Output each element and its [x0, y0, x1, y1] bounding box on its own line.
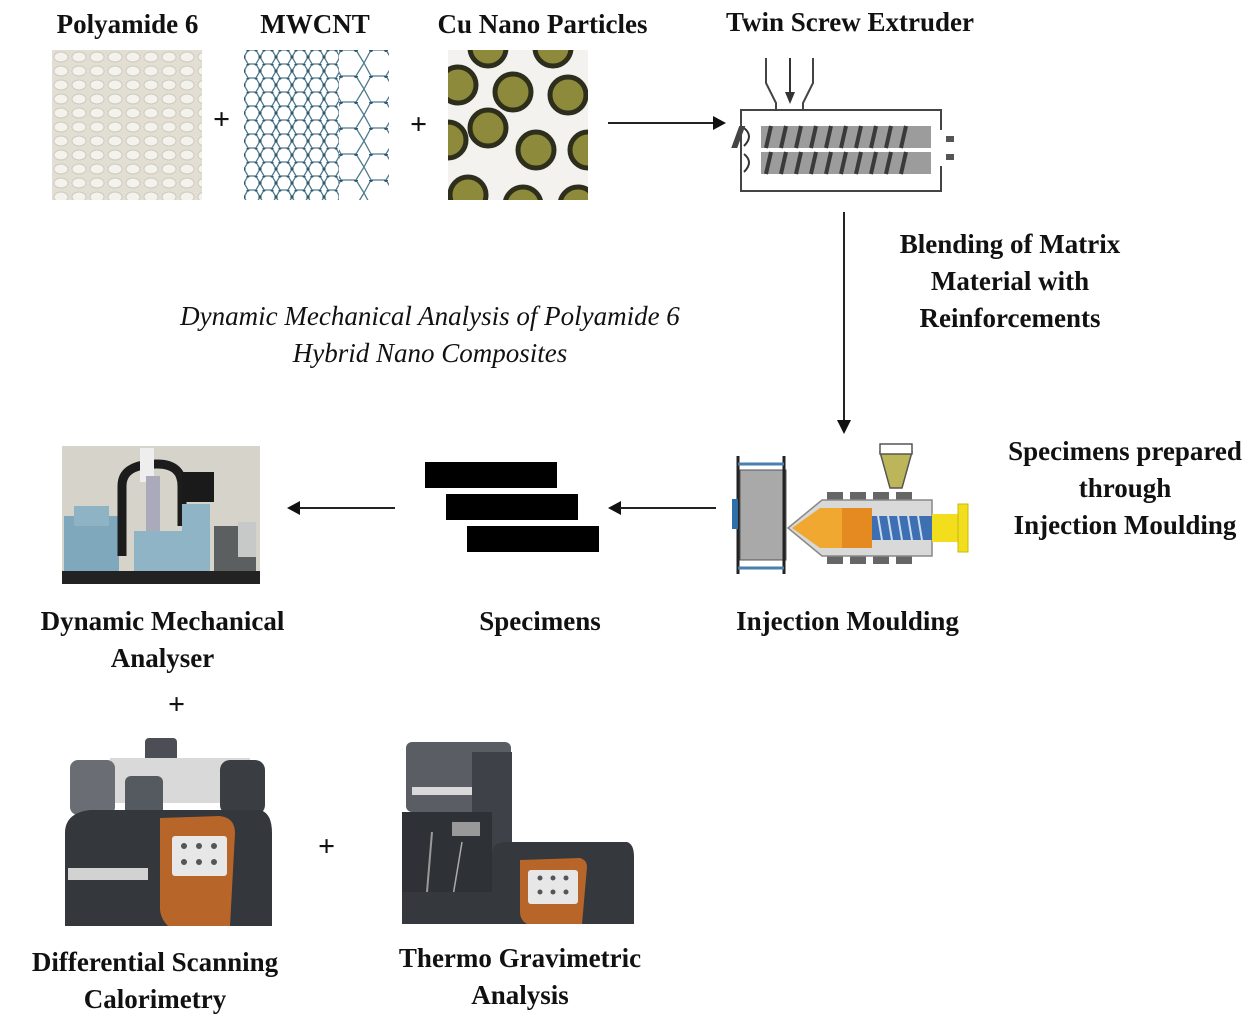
specimens-note-line-1: Specimens prepared: [1008, 436, 1242, 466]
arrow-to-specimens: [608, 501, 716, 515]
dsc-label: Differential Scanning Calorimetry: [5, 944, 305, 1018]
dma-photo-illustration: [62, 446, 260, 584]
cu-particles: [448, 50, 588, 200]
polyamide-label: Polyamide 6: [56, 9, 199, 39]
diagram-title: Dynamic Mechanical Analysis of Polyamide…: [140, 298, 720, 372]
cu-nanoparticles-label: Cu Nano Particles: [437, 9, 648, 39]
specimens-note-line-2: through: [1078, 473, 1172, 503]
blending-line-2: Material with: [930, 266, 1090, 296]
specimen-bar-3: [467, 526, 599, 552]
mwcnt-lattice-image: [244, 50, 389, 200]
specimens-note-line-3: Injection Moulding: [1013, 510, 1237, 540]
plus-sign-3: +: [168, 688, 186, 721]
injection-moulding-diagram: [732, 443, 969, 574]
dma-label-line-1: Dynamic Mechanical: [40, 606, 285, 636]
specimen-bar-2: [446, 494, 578, 520]
plus-sign-1: +: [213, 103, 231, 136]
dma-label-line-2: Analyser: [110, 643, 215, 673]
specimens-label: Specimens: [479, 606, 601, 636]
mwcnt-label: MWCNT: [260, 9, 370, 39]
plus-sign-2: +: [410, 108, 428, 141]
injection-moulding-label: Injection Moulding: [736, 606, 959, 636]
blending-line-3: Reinforcements: [919, 303, 1101, 333]
specimens-note: Specimens prepared through Injection Mou…: [995, 433, 1255, 544]
tga-instrument-photo: [402, 742, 634, 924]
tga-label: Thermo Gravimetric Analysis: [365, 940, 675, 1014]
cu-nanoparticles-image: [448, 50, 588, 200]
arrow-to-dma: [287, 501, 395, 515]
extruder-label: Twin Screw Extruder: [726, 7, 974, 37]
blending-line-1: Blending of Matrix: [899, 229, 1121, 259]
tga-label-line-2: Analysis: [471, 980, 569, 1010]
arrow-to-injection-moulding: [837, 212, 851, 434]
dsc-instrument-photo: [65, 738, 272, 926]
specimen-bar-1: [425, 462, 557, 488]
polyamide-pellets-image: [52, 50, 202, 200]
pellets-texture: [52, 50, 202, 200]
dsc-label-line-2: Calorimetry: [83, 984, 227, 1014]
plus-sign-4: +: [318, 830, 336, 863]
title-line-2: Hybrid Nano Composites: [292, 338, 568, 368]
arrow-to-extruder: [608, 116, 726, 130]
dma-label: Dynamic Mechanical Analyser: [25, 603, 300, 677]
tga-label-line-1: Thermo Gravimetric: [398, 943, 642, 973]
dsc-label-line-1: Differential Scanning: [31, 947, 279, 977]
title-line-1: Dynamic Mechanical Analysis of Polyamide…: [180, 301, 680, 331]
twin-screw-extruder-diagram: [731, 58, 954, 192]
mwcnt-lattice: [244, 50, 389, 200]
dma-instrument-photo: [62, 446, 260, 584]
blending-label: Blending of Matrix Material with Reinfor…: [880, 226, 1140, 337]
